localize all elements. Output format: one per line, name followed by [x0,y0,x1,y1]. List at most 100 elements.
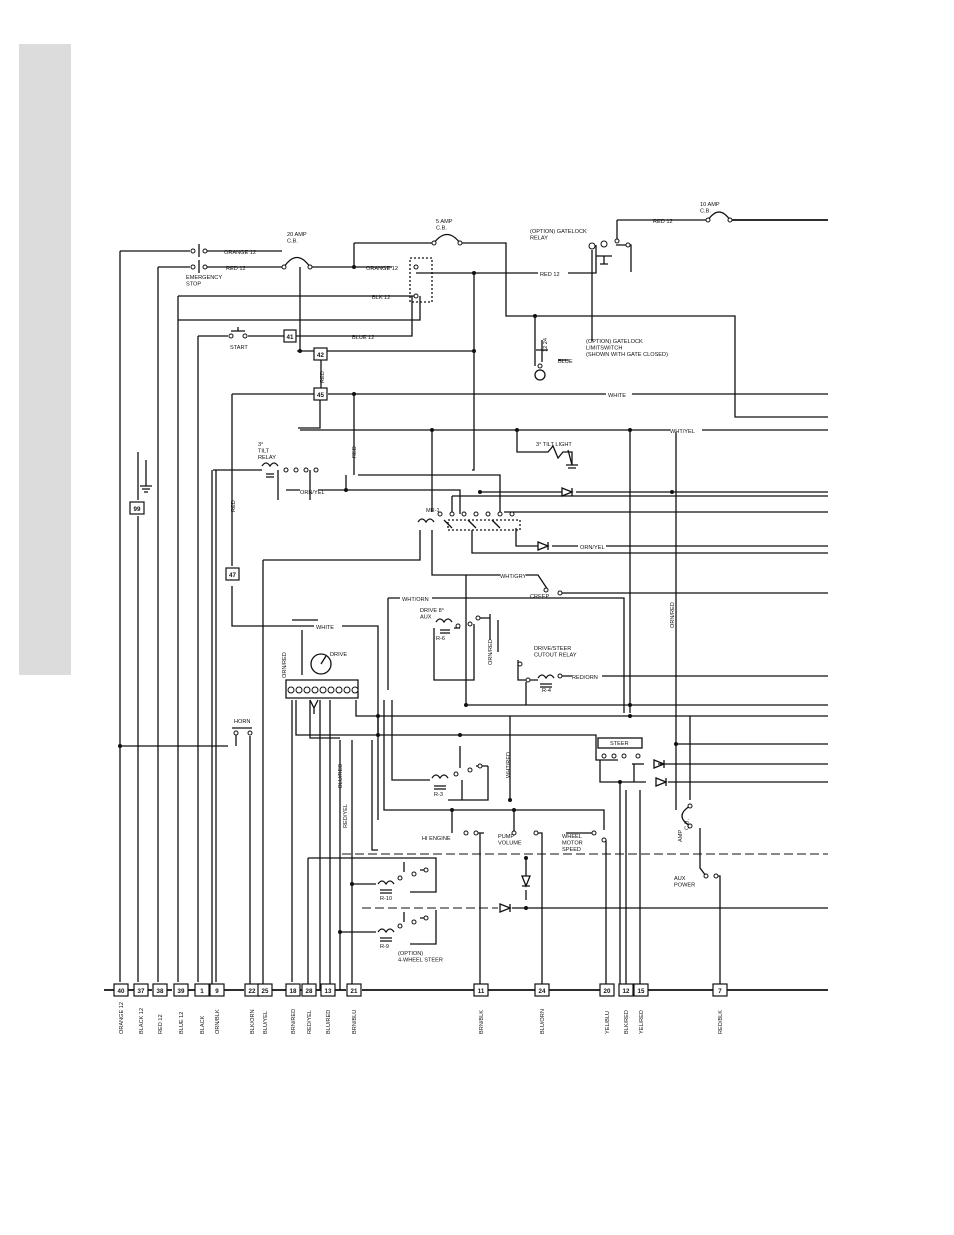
label-start: START [230,345,248,351]
label-blk12: BLK 12 [372,295,390,301]
terminal-42: 42 [313,347,328,361]
label-mr1: MR-1 [426,508,440,514]
terminal-number: 25 [262,988,269,995]
svg-text:45: 45 [317,392,324,399]
terminal-number: 12 [623,988,630,995]
terminal-45: 45 [313,387,328,401]
label-r10: R-10 [380,896,392,902]
label-drive: DRIVE [330,652,347,658]
label-cb-aux: AMPC.B. [678,819,690,842]
terminal-wire-label: YEL/BLU [605,1011,611,1034]
svg-text:47: 47 [229,572,236,579]
drive-pin [343,686,351,694]
label-red-vertical-3: RED [231,500,237,512]
label-wht-yel: WHT/YEL [670,429,695,435]
terminal-wire-label: BLU/YEL [263,1011,269,1034]
label-orange12-right: ORANGE 12 [366,266,398,272]
drive-pin [311,686,319,694]
terminal-number: 39 [178,988,185,995]
svg-text:99: 99 [134,506,141,513]
terminal-wire-label: ORANGE 12 [119,1002,125,1034]
label-wht-orn: WHT/ORN [402,597,429,603]
terminal-wire-label: BLU/RED [326,1010,332,1034]
label-blue12: BLUE 12 [352,335,374,341]
terminal-number: 22 [249,988,256,995]
drive-pin [295,686,303,694]
drive-pin [335,686,343,694]
label-orn-red-3: ORN/RED [282,652,288,678]
terminal-number: 24 [539,988,546,995]
label-orn-red-2: ORN/RED [488,639,494,665]
label-blue: BLUE [558,359,573,365]
terminal-wire-label: BRN/BLU [352,1010,358,1034]
label-creep: CREEP [530,594,550,600]
terminal-wire-label: BLU/ORN [540,1009,546,1034]
drive-pin [287,686,295,694]
drive-pin [319,686,327,694]
label-red-yel: RED/YEL [343,804,349,828]
label-orange12: ORANGE 12 [224,250,256,256]
terminal-number: 7 [718,988,722,995]
drive-pin [303,686,311,694]
label-r4: R-4 [542,688,551,694]
terminal-wire-label: BLK/RED [624,1010,630,1034]
label-blu-red: BLU/RED [338,764,344,788]
label-red12: RED 12 [226,266,246,272]
terminal-number: 38 [157,988,164,995]
label-hi-engine: HI ENGINE [422,836,451,842]
label-orn-red: ORN/RED [670,602,676,628]
label-four-wheel-steer: (OPTION)4-WHEEL STEER [398,951,443,963]
page-margin-bar [19,44,71,675]
terminal-wire-label: ORN/BLK [215,1009,221,1034]
label-r3: R-3 [434,792,443,798]
label-orn-yel: ORN/YEL [300,490,325,496]
terminal-wire-label: BLUE 12 [179,1012,185,1034]
label-r6: R-6 [436,636,445,642]
terminal-wire-label: BLK/ORN [250,1009,256,1034]
terminal-number: 18 [290,988,297,995]
label-steer: STEER [610,741,629,747]
terminal-wire-label: BLACK [200,1015,206,1034]
terminal-99: 99 [129,501,145,515]
label-white: WHITE [608,393,626,399]
terminal-47: 47 [225,567,240,581]
terminal-number: 40 [118,988,125,995]
label-r9: R-9 [380,944,389,950]
terminal-number: 1 [200,988,204,995]
label-white-2: WHITE [316,625,334,631]
terminal-wire-label: RED 12 [158,1014,164,1034]
label-drive-aux: DRIVE 8°AUX [420,608,444,620]
terminal-number: 21 [351,988,358,995]
label-tilt-light: 3° TILT LIGHT [536,442,572,448]
label-red-vertical: RED [320,371,326,383]
drive-pin [327,686,335,694]
terminal-wire-label: RED/YEL [307,1010,313,1034]
label-gatelock-pins: 12 24 [543,338,549,352]
terminal-wire-label: YEL/RED [639,1010,645,1034]
label-red12-top: RED 12 [653,219,673,225]
